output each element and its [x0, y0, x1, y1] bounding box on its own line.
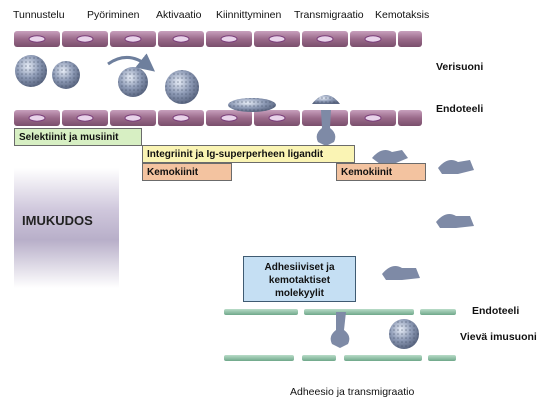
box-integriinit: Integriinit ja Ig-superperheen ligandit — [142, 145, 355, 163]
leukocyte-activation — [165, 70, 199, 104]
label-verisuoni: Verisuoni — [436, 61, 484, 73]
rotation-arrow-icon — [107, 53, 156, 72]
stage-label-transmigraatio: Transmigraatio — [294, 9, 364, 21]
label-endoteeli-bottom: Endoteeli — [472, 305, 520, 317]
leukocyte-tethering — [15, 55, 80, 89]
stage-label-kemotaksis: Kemotaksis — [375, 9, 430, 21]
stage-label-kiinnittyminen: Kiinnittyminen — [216, 9, 282, 21]
leukocyte-firm-adhesion — [228, 98, 276, 112]
lymphatic-vessel — [224, 309, 456, 361]
stage-label-tunnustelu: Tunnustelu — [13, 9, 65, 21]
stage-label-pyoriminen: Pyöriminen — [87, 9, 140, 21]
box-selektiinit: Selektiinit ja musiinit — [14, 128, 142, 146]
box-kemokiinit-right: Kemokiinit — [336, 163, 426, 181]
leukocyte-rolling — [118, 67, 148, 97]
footer-caption: Adheesio ja transmigraatio — [290, 386, 415, 398]
stage-label-aktivaatio: Aktivaatio — [156, 9, 202, 21]
blood-vessel-top-row — [14, 31, 422, 47]
box-adhesiiviset: Adhesiiviset ja kemotaktiset molekyylit — [243, 256, 356, 302]
leukocyte-transmigration — [312, 95, 340, 146]
endothelium-row — [14, 110, 422, 126]
label-endoteeli-top: Endoteeli — [436, 103, 484, 115]
leukocyte-chemotaxis — [372, 150, 474, 280]
lymphoid-tissue-label: IMUKUDOS — [22, 213, 93, 228]
label-viewa-imusuoni: Vievä imusuoni — [460, 331, 537, 343]
leukocyte-in-lymph — [389, 319, 419, 349]
leukocyte-entering-lymph — [330, 294, 356, 348]
box-kemokiinit-left: Kemokiinit — [142, 163, 232, 181]
lymphoid-tissue-area — [14, 168, 119, 288]
